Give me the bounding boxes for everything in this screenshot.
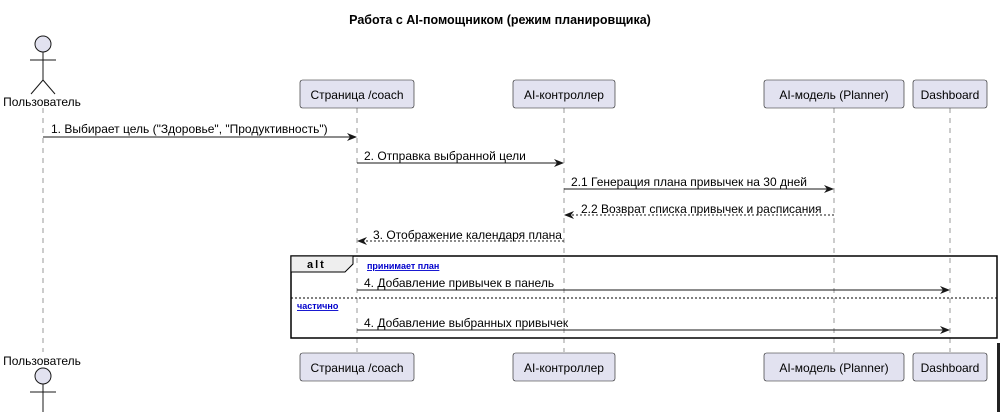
- alt-tab: [290, 255, 354, 273]
- message-1: 1. Выбирает цель ("Здоровье", "Продуктив…: [43, 122, 357, 141]
- message-3: 3. Отображение календаря плана: [357, 228, 564, 245]
- participant-ai-model-label-bottom: AI-модель (Planner): [779, 361, 888, 375]
- alt-keyword: alt: [307, 259, 326, 271]
- actor-user-label-bottom: Пользователь: [3, 354, 81, 368]
- alt-fragment: alt принимает план частично: [290, 255, 998, 339]
- participant-ai-controller-label-top: AI-контроллер: [524, 88, 604, 102]
- participant-ai-controller-bottom: AI-контроллер: [512, 352, 616, 382]
- actor-user-top: Пользователь: [3, 35, 81, 109]
- participant-dashboard-top: Dashboard: [912, 79, 988, 109]
- message-4a-label: 4. Добавление привычек в панель: [364, 276, 554, 290]
- participant-ai-model-bottom: AI-модель (Planner): [763, 352, 905, 382]
- participant-coach-label-top: Страница /coach: [310, 88, 403, 102]
- message-2-1-label: 2.1 Генерация плана привычек на 30 дней: [571, 175, 807, 189]
- message-3-label: 3. Отображение календаря плана: [373, 228, 562, 242]
- alt-condition-2: частично: [297, 301, 339, 311]
- actor-user-label-top: Пользователь: [3, 95, 81, 109]
- message-4b-label: 4. Добавление выбранных привычек: [364, 316, 569, 330]
- participant-coach-bottom: Страница /coach: [299, 352, 415, 382]
- participant-dashboard-label-bottom: Dashboard: [921, 361, 980, 375]
- participant-coach-top: Страница /coach: [299, 79, 415, 109]
- message-2-1: 2.1 Генерация плана привычек на 30 дней: [564, 175, 834, 193]
- edge-mark: [997, 343, 1000, 412]
- participant-dashboard-bottom: Dashboard: [912, 352, 988, 382]
- message-2-label: 2. Отправка выбранной цели: [364, 149, 526, 163]
- diagram-title: Работа с AI-помощником (режим планировщи…: [349, 13, 651, 27]
- message-1-label: 1. Выбирает цель ("Здоровье", "Продуктив…: [51, 122, 328, 136]
- participant-coach-label-bottom: Страница /coach: [310, 361, 403, 375]
- message-4b: 4. Добавление выбранных привычек: [357, 316, 950, 334]
- actor-user-bottom: Пользователь: [3, 354, 81, 412]
- message-4a: 4. Добавление привычек в панель: [357, 276, 950, 294]
- alt-condition-1: принимает план: [367, 261, 439, 271]
- participant-dashboard-label-top: Dashboard: [921, 88, 980, 102]
- participant-ai-controller-top: AI-контроллер: [512, 79, 616, 109]
- alt-frame: [290, 255, 998, 339]
- message-2-2-label: 2.2 Возврат списка привычек и расписания: [581, 202, 822, 216]
- participant-ai-model-top: AI-модель (Planner): [763, 79, 905, 109]
- message-2-2: 2.2 Возврат списка привычек и расписания: [564, 202, 834, 219]
- participant-ai-controller-label-bottom: AI-контроллер: [524, 361, 604, 375]
- participant-ai-model-label-top: AI-модель (Planner): [779, 88, 888, 102]
- message-2: 2. Отправка выбранной цели: [357, 149, 564, 167]
